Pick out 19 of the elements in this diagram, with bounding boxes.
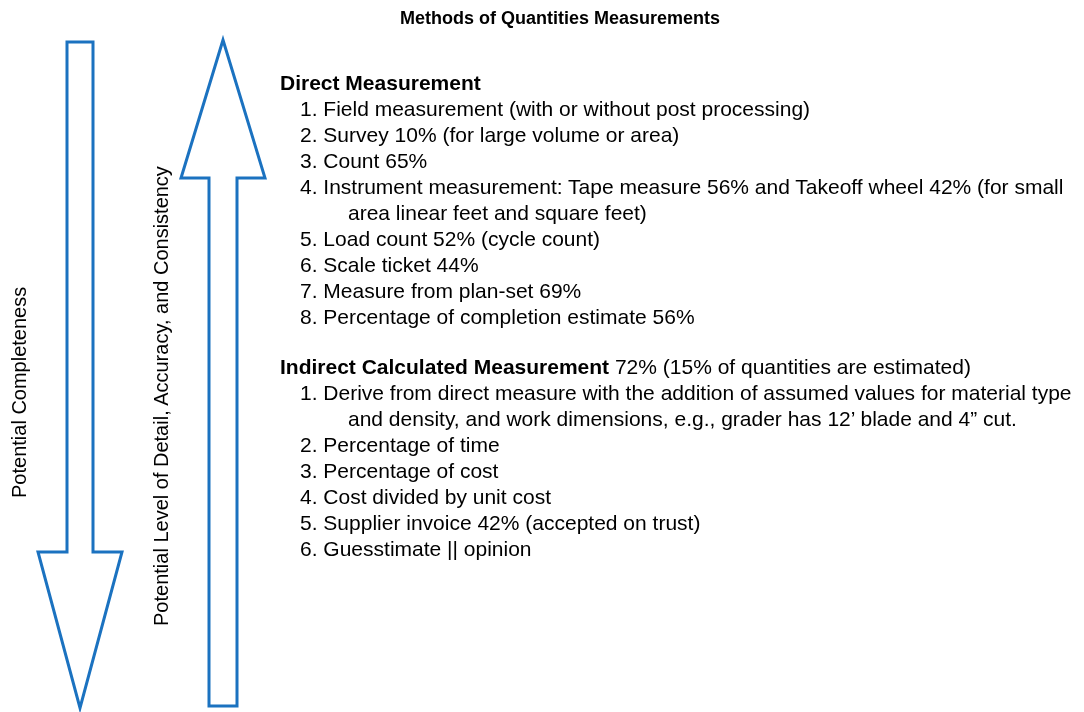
list-item: 4. Cost divided by unit cost — [300, 484, 552, 510]
section-heading: Direct Measurement — [280, 70, 482, 96]
list-item: 1. Derive from direct measure with the addition of assumed values for material type and density, and work dimensions, e.g., grader has 12’ blade and 4” cut. — [300, 380, 1073, 432]
list-item: 6. Scale ticket 44% — [300, 252, 480, 278]
diagram-title: Methods of Quantities Measurements — [398, 8, 722, 29]
axis-label: Potential Level of Detail, Accuracy, and Consistency — [150, 166, 173, 626]
list-item: 8. Percentage of completion estimate 56% — [300, 304, 696, 330]
list-item: 2. Survey 10% (for large volume or area) — [300, 122, 681, 148]
section-heading: Indirect Calculated Measurement 72% (15% of quantities are estimated) — [280, 354, 972, 380]
list-item: 6. Guesstimate || opinion — [300, 536, 533, 562]
list-item: 5. Supplier invoice 42% (accepted on trust) — [300, 510, 702, 536]
list-item: 1. Field measurement (with or without post processing) — [300, 96, 812, 122]
axis-label: Potential Completeness — [8, 286, 31, 498]
list-item: 4. Instrument measurement: Tape measure 56% and Takeoff wheel 42% (for small area linear feet and square feet) — [300, 174, 1065, 226]
list-item: 5. Load count 52% (cycle count) — [300, 226, 601, 252]
list-item: 3. Percentage of cost — [300, 458, 500, 484]
list-item: 7. Measure from plan-set 69% — [300, 278, 583, 304]
list-item: 3. Count 65% — [300, 148, 429, 174]
list-item: 2. Percentage of time — [300, 432, 501, 458]
